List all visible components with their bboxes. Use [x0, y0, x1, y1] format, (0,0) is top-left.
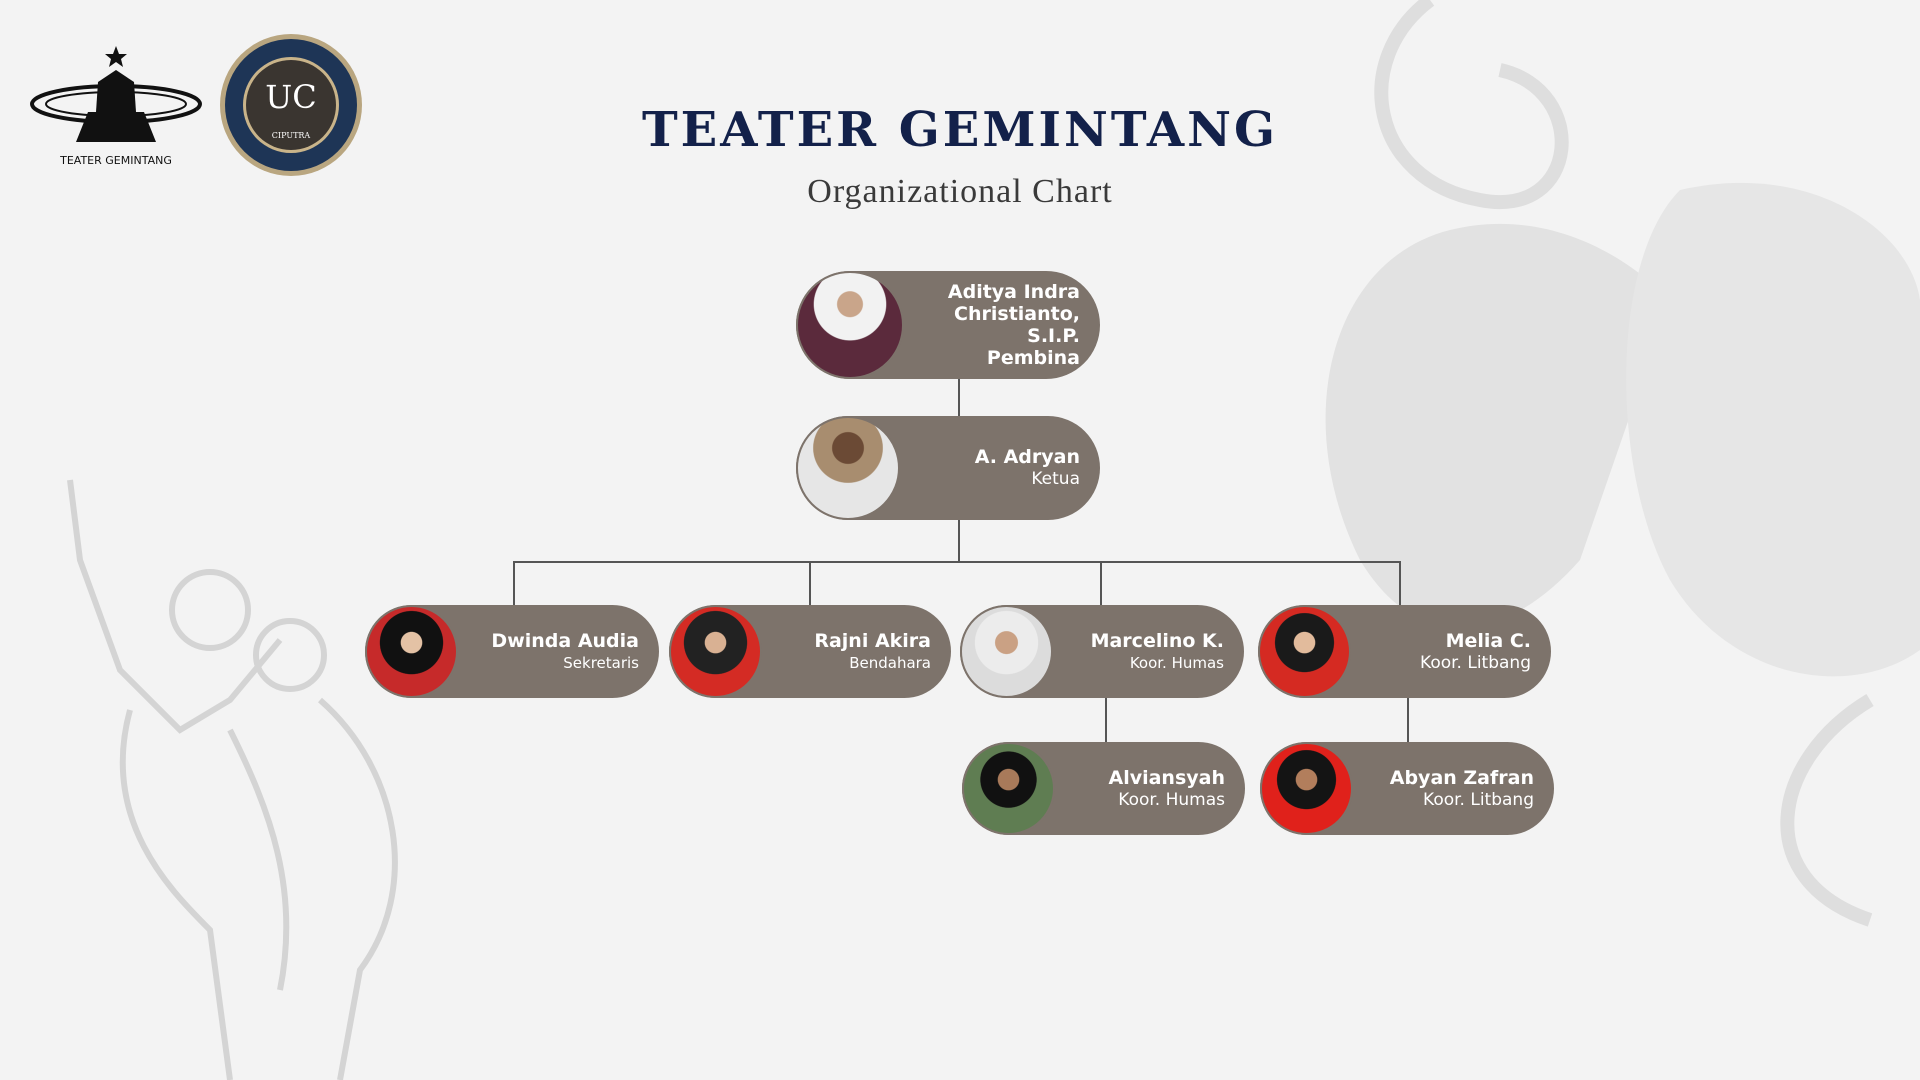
page-subtitle: Organizational Chart	[807, 173, 1113, 210]
svg-text:UC: UC	[265, 78, 316, 116]
teater-gemintang-logo: TEATER GEMINTANG	[30, 46, 202, 167]
member-card-pembina: Aditya Indra Christianto, S.I.P. Pembina	[796, 271, 1100, 379]
member-photo	[796, 416, 900, 520]
member-card-sekretaris: Dwinda Audia Sekretaris	[365, 605, 659, 698]
member-photo	[962, 742, 1055, 835]
member-role: Koor. Litbang	[1420, 652, 1531, 673]
member-name: Aditya Indra Christianto, S.I.P.	[947, 281, 1080, 347]
member-card-humas: Marcelino K. Koor. Humas	[960, 605, 1244, 698]
member-role: Koor. Humas	[1118, 789, 1225, 810]
member-role: Koor. Litbang	[1423, 789, 1534, 810]
member-name: Melia C.	[1445, 629, 1531, 652]
connector-line	[958, 379, 960, 417]
connector-line	[1105, 698, 1107, 742]
member-photo	[796, 271, 904, 379]
member-photo	[669, 605, 762, 698]
member-photo	[960, 605, 1053, 698]
member-role: Ketua	[1031, 469, 1080, 489]
member-name: Dwinda Audia	[491, 629, 639, 652]
connector-line	[1100, 561, 1102, 605]
connector-line	[1399, 561, 1401, 605]
member-card-litbang-2: Abyan Zafran Koor. Litbang	[1260, 742, 1554, 835]
member-card-bendahara: Rajni Akira Bendahara	[669, 605, 951, 698]
member-name: Abyan Zafran	[1389, 766, 1534, 789]
svg-text:CIPUTRA: CIPUTRA	[272, 131, 311, 140]
member-role: Pembina	[986, 347, 1080, 369]
connector-line	[513, 561, 515, 605]
member-photo	[1260, 742, 1353, 835]
connector-line	[958, 520, 960, 562]
member-role: Koor. Humas	[1129, 653, 1224, 672]
member-card-ketua: A. Adryan Ketua	[796, 416, 1100, 520]
member-name: Marcelino K.	[1090, 629, 1224, 652]
member-photo	[365, 605, 458, 698]
member-card-humas-2: Alviansyah Koor. Humas	[962, 742, 1245, 835]
member-name: Alviansyah	[1108, 766, 1225, 789]
member-card-litbang: Melia C. Koor. Litbang	[1258, 605, 1551, 698]
connector-line	[1407, 698, 1409, 742]
member-photo	[1258, 605, 1351, 698]
connector-line	[809, 561, 811, 605]
universitas-ciputra-logo: UC CIPUTRA	[220, 34, 362, 176]
connector-line	[513, 561, 1401, 563]
member-role: Sekretaris	[563, 653, 639, 672]
svg-text:TEATER GEMINTANG: TEATER GEMINTANG	[59, 154, 172, 167]
page-title: TEATER GEMINTANG	[641, 102, 1279, 158]
member-name: A. Adryan	[974, 446, 1080, 468]
member-name: Rajni Akira	[814, 629, 931, 652]
member-role: Bendahara	[849, 653, 931, 672]
dancers-watermark	[67, 479, 398, 1080]
